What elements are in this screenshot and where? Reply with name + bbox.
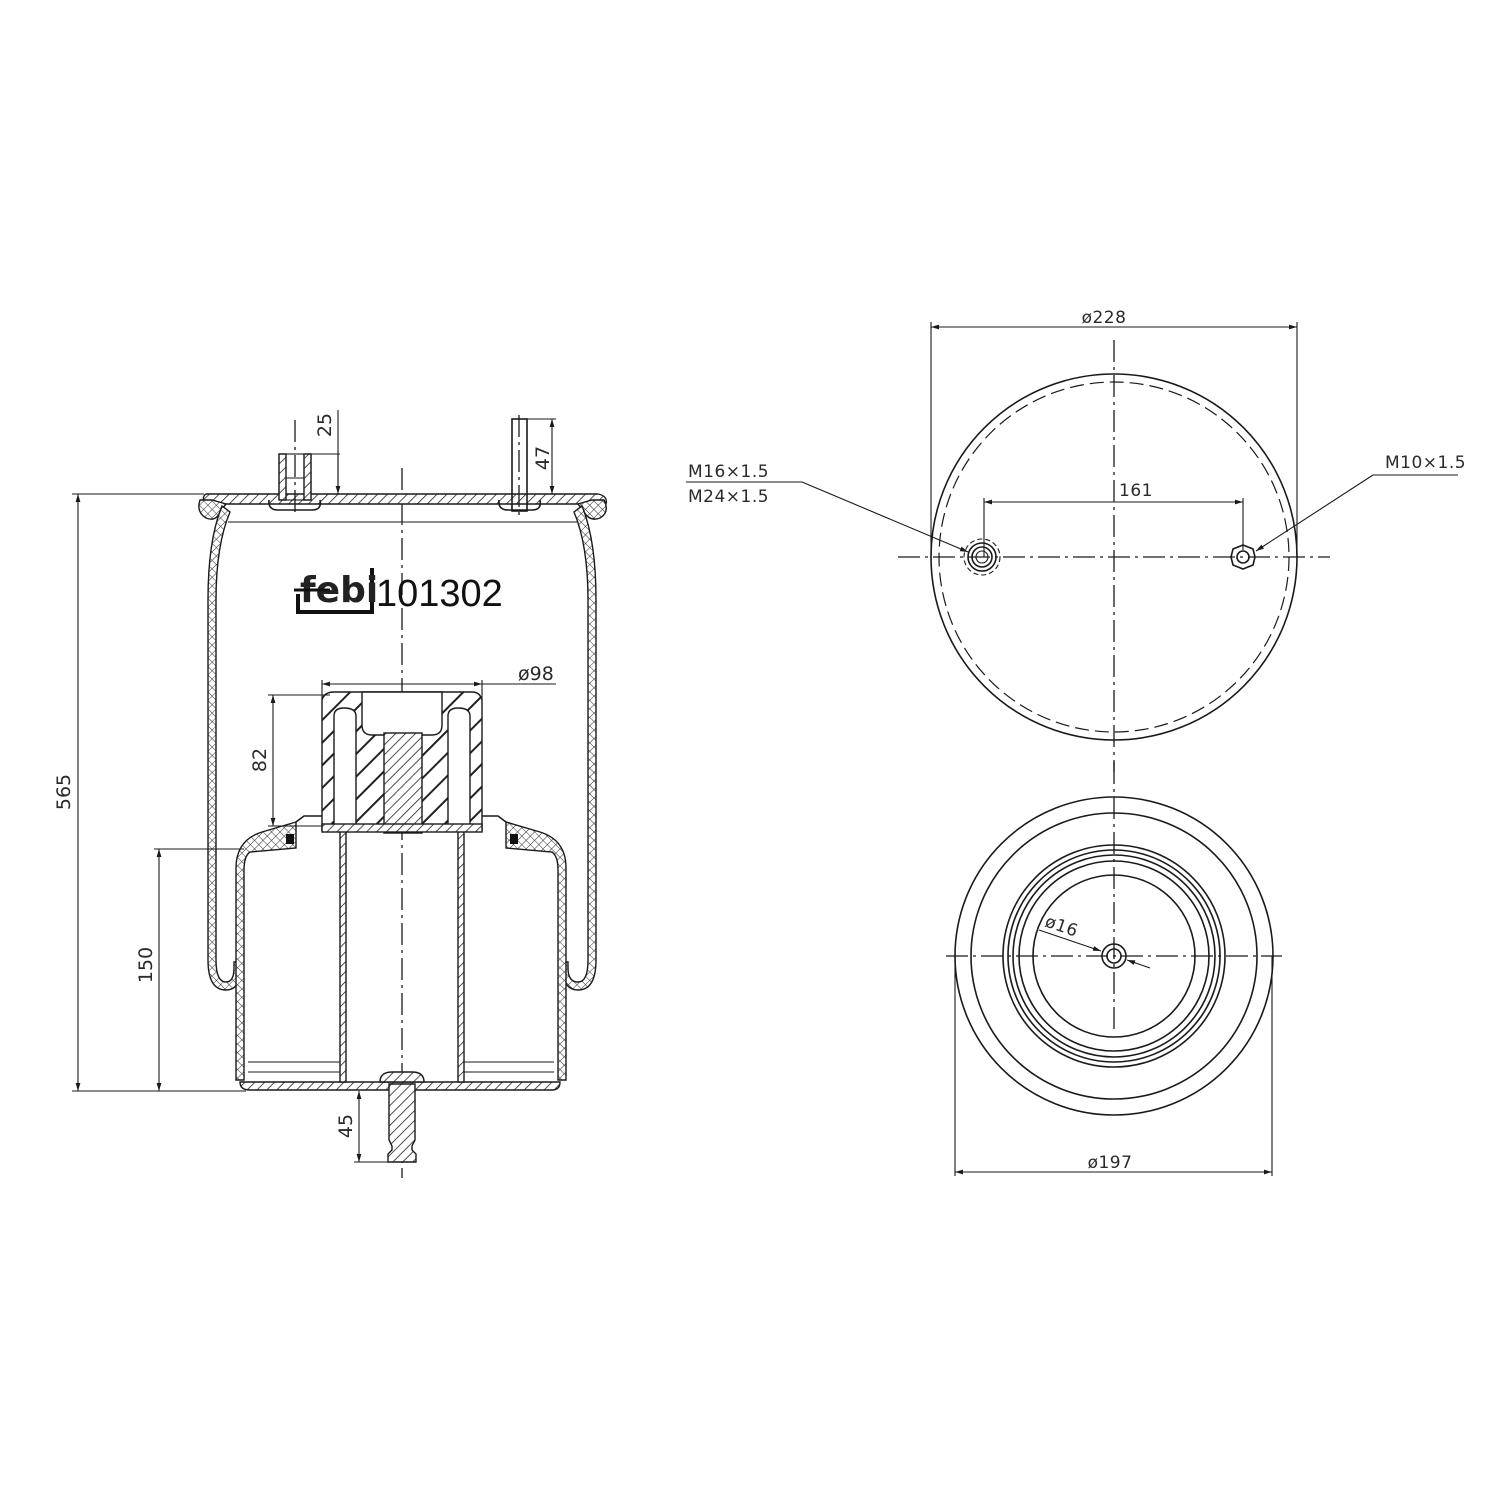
dim-161-label: 161 [1119, 481, 1153, 501]
seal-block-right [510, 834, 518, 844]
dim-25-label: 25 [314, 413, 336, 437]
dim-197-label: ø197 [1088, 1153, 1133, 1173]
piston [235, 815, 567, 1091]
rubber-bellows [207, 504, 597, 991]
thread-m10-label: M10×1.5 [1385, 453, 1466, 473]
mounting-stud [498, 415, 542, 515]
stud-nut-top-view [1230, 544, 1256, 570]
dimension-overall-height: 565 [53, 493, 246, 1092]
dim-82-label: 82 [249, 748, 271, 772]
thread-m24-label: M24×1.5 [688, 487, 769, 507]
dim-47-label: 47 [532, 446, 554, 470]
dimension-bumper-diameter: ø98 [321, 663, 556, 700]
dimension-bumper-height: 82 [249, 694, 330, 827]
dim-565-label: 565 [53, 774, 75, 810]
bottom-stud [379, 1071, 425, 1163]
dim-16-label: ø16 [1042, 912, 1080, 942]
part-number: 101302 [376, 573, 503, 615]
side-section-view: 565 150 25 47 82 [53, 410, 608, 1178]
bottom-view: ø16 ø197 [946, 762, 1282, 1176]
callout-right-thread: M10×1.5 [1255, 453, 1466, 552]
dim-150-label: 150 [135, 947, 157, 983]
air-fitting [268, 420, 322, 515]
dimension-bottom-stud: 45 [335, 1091, 400, 1163]
seal-block-left [286, 834, 294, 844]
dim-45-label: 45 [335, 1114, 357, 1138]
dimension-piston-diameter: ø197 [954, 956, 1273, 1176]
dimension-piston-height: 150 [135, 848, 244, 1091]
dim-98-label: ø98 [518, 663, 554, 685]
dimension-center-hole: ø16 [1038, 912, 1151, 969]
air-fitting-top-view [963, 538, 1001, 576]
bump-stop [321, 691, 483, 834]
dimension-fitting-height: 25 [311, 410, 341, 494]
bumper-insert [383, 732, 423, 834]
dimension-outer-diameter: ø228 [930, 308, 1298, 557]
dimension-fitting-spacing: 161 [983, 481, 1244, 557]
dimension-stud-height: 47 [527, 418, 556, 494]
thread-m16-label: M16×1.5 [688, 462, 769, 482]
callout-left-thread: M16×1.5 M24×1.5 [686, 462, 969, 553]
top-view: ø228 161 M16×1.5 M24×1.5 M10×1.5 [686, 308, 1466, 772]
dim-228-label: ø228 [1082, 308, 1127, 328]
brand-logo: febi [294, 568, 378, 614]
